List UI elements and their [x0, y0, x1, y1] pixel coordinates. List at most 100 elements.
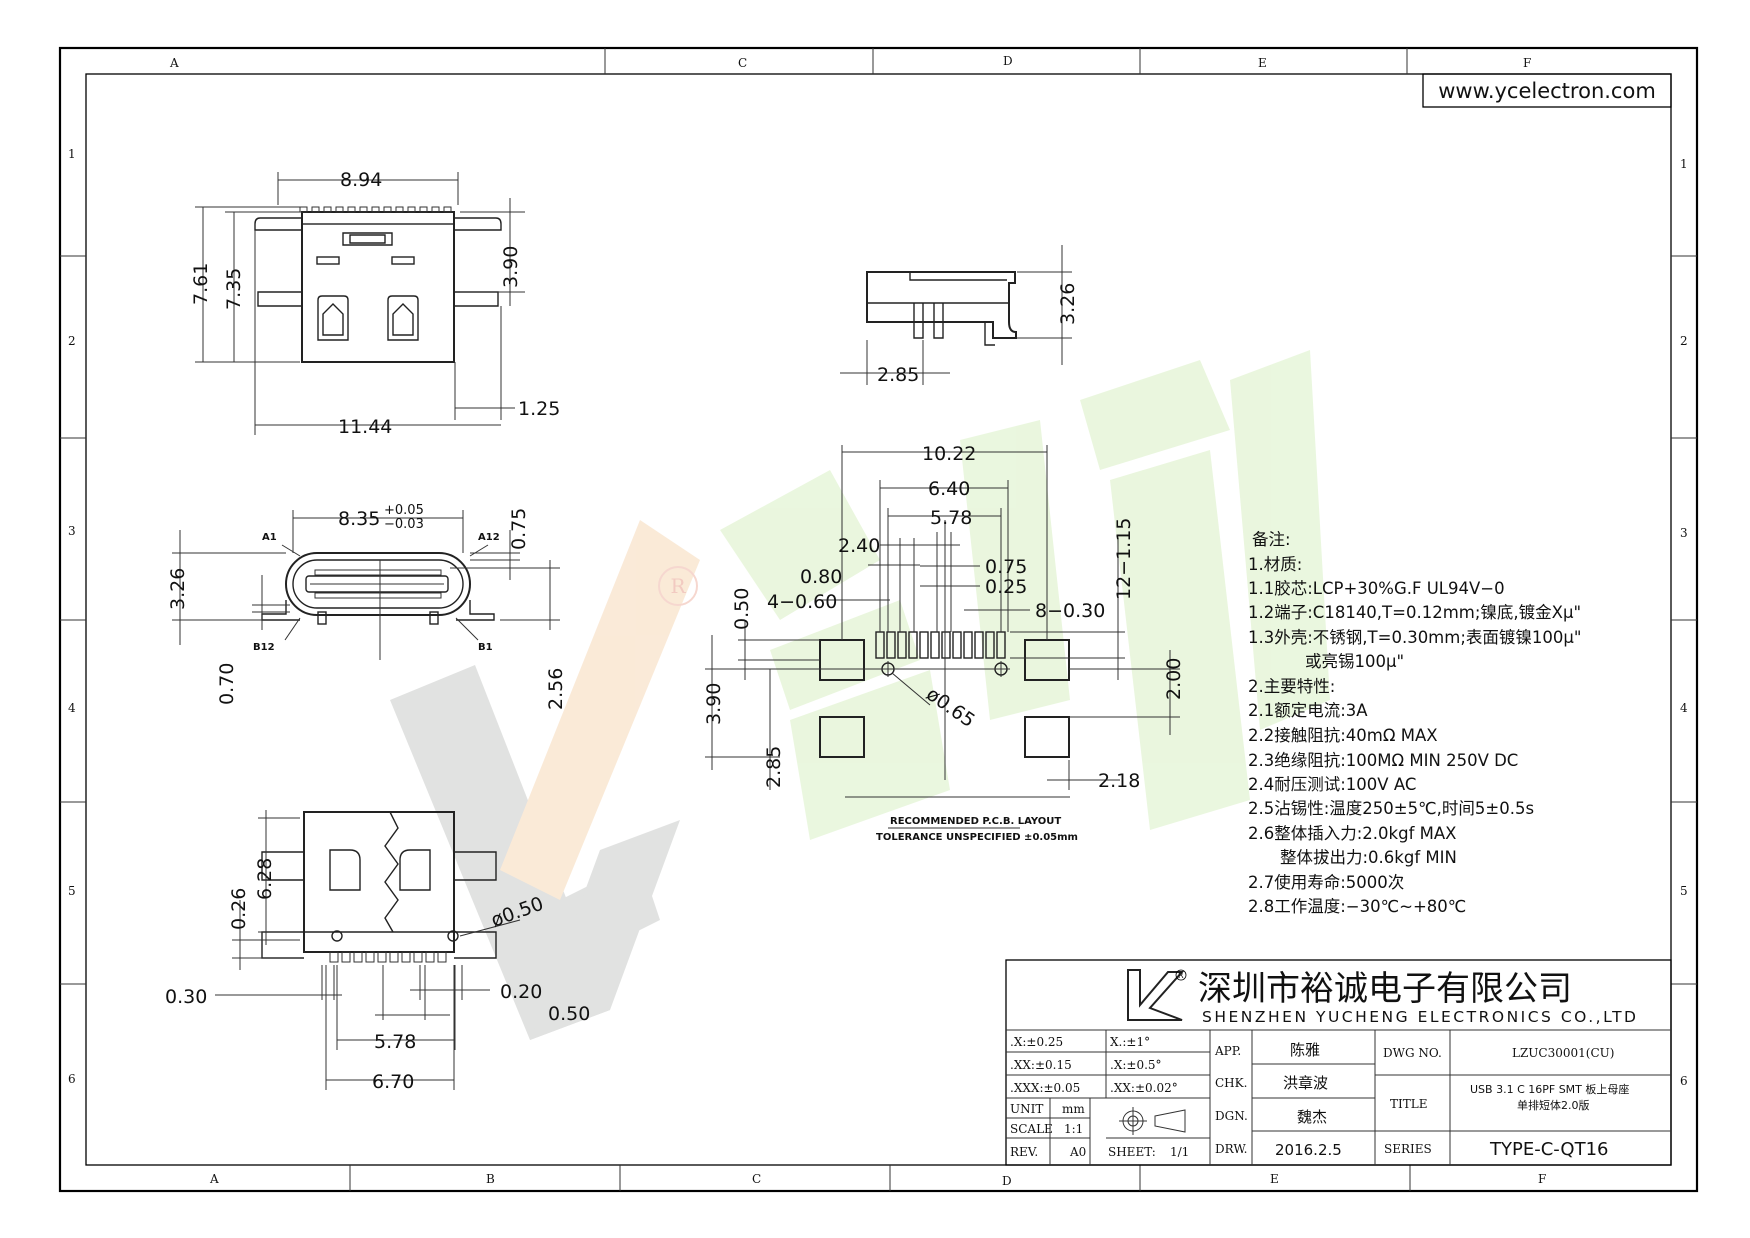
pin-label-b12: B12: [253, 642, 275, 653]
company-name-cn: 深圳市裕诚电子有限公司: [1198, 969, 1572, 1009]
note-8: 2.2接触阻抗:40mΩ MAX: [1248, 726, 1438, 745]
dim-2-85-side: 2.85: [877, 364, 919, 386]
side-view-drawing: [866, 271, 1017, 346]
front-view-dimension-lines: [172, 510, 560, 660]
sheet-label: SHEET:: [1108, 1145, 1156, 1159]
grid-row-right-3: 3: [1680, 526, 1688, 540]
app-value: 陈雅: [1290, 1041, 1320, 1059]
note-5: 或亮锡100μ": [1305, 652, 1404, 671]
grid-row-left-3: 3: [68, 524, 76, 538]
dwg-value: LZUC30001(CU): [1512, 1046, 1614, 1060]
logo-registered-mark: R: [1178, 971, 1184, 980]
pcb-caption-layout: RECOMMENDED P.C.B. LAYOUT: [890, 816, 1061, 827]
grid-col-top-d: D: [1003, 54, 1013, 68]
top-view-drawing: [254, 206, 502, 363]
dim-8-35-tol-plus: +0.05: [384, 503, 424, 518]
dgn-value: 魏杰: [1297, 1108, 1327, 1126]
note-12: 2.6整体插入力:2.0kgf MAX: [1248, 824, 1456, 843]
front-view-drawing: [261, 552, 495, 625]
dim-0-70-front: 0.70: [216, 663, 238, 705]
dim-10-22: 10.22: [922, 443, 976, 465]
dim-0-25-pcb: 0.25: [985, 576, 1027, 598]
dim-2-40: 2.40: [838, 535, 880, 557]
bottom-view-dimension-lines: [215, 810, 521, 1090]
series-label: SERIES: [1384, 1142, 1432, 1156]
note-9: 2.3绝缘阻抗:100MΩ MIN 250V DC: [1248, 751, 1518, 770]
note-7: 2.1额定电流:3A: [1248, 701, 1368, 720]
grid-col-bottom-e: E: [1270, 1172, 1279, 1186]
dgn-label: DGN.: [1215, 1109, 1248, 1123]
grid-col-top-a: A: [169, 56, 179, 70]
dim-0-80: 0.80: [800, 566, 842, 588]
series-value: TYPE-C-QT16: [1489, 1139, 1609, 1160]
rev-label: REV.: [1010, 1145, 1038, 1159]
title-block: R: [1005, 959, 1672, 1166]
dim-8x0-30: 8−0.30: [1035, 600, 1105, 622]
tol-xxx: .XXX:±0.05: [1010, 1081, 1080, 1095]
note-1: 1.材质:: [1248, 555, 1302, 574]
grid-col-bottom-b: B: [486, 1172, 495, 1186]
chk-value: 洪章波: [1283, 1074, 1328, 1092]
grid-row-left-5: 5: [68, 884, 76, 898]
unit-label: UNIT: [1010, 1102, 1043, 1116]
grid-col-bottom-f: F: [1538, 1172, 1546, 1186]
grid-row-left-4: 4: [68, 701, 76, 715]
pin-label-b1: B1: [478, 642, 493, 653]
dim-11-44: 11.44: [338, 416, 392, 438]
dim-3-26-side: 3.26: [1057, 283, 1079, 325]
note-6: 2.主要特性:: [1248, 677, 1335, 696]
grid-row-left-2: 2: [68, 334, 76, 348]
dim-8-35-tol-minus: −0.03: [384, 517, 424, 532]
pin-label-a12: A12: [478, 532, 500, 543]
scale-label: SCALE: [1010, 1122, 1053, 1136]
dim-12x1-15: 12−1.15: [1113, 518, 1135, 600]
grid-row-left-1: 1: [68, 147, 76, 161]
rev-value: A0: [1069, 1145, 1086, 1159]
website-box: [1422, 73, 1672, 108]
dim-1-25: 1.25: [518, 398, 560, 420]
top-view-dimension-lines: [195, 172, 525, 435]
scale-value: 1:1: [1064, 1122, 1083, 1136]
title-line-1: USB 3.1 C 16PF SMT 板上母座: [1470, 1082, 1629, 1096]
dim-0-20-bottom: 0.20: [500, 981, 542, 1003]
tol-x: .X:±0.25: [1010, 1035, 1063, 1049]
title-label: TITLE: [1390, 1097, 1427, 1111]
dim-2-56-front: 2.56: [545, 668, 567, 710]
pcb-caption-tolerance: TOLERANCE UNSPECIFIED ±0.05mm: [876, 832, 1078, 843]
dim-2-18: 2.18: [1098, 770, 1140, 792]
dim-0-50-bottom: 0.50: [548, 1003, 590, 1025]
unit-value: mm: [1062, 1102, 1085, 1116]
dim-7-35: 7.35: [223, 268, 245, 310]
dim-2-00: 2.00: [1163, 658, 1185, 700]
note-4: 1.3外壳:不锈钢,T=0.30mm;表面镀镍100μ": [1248, 628, 1581, 647]
dim-6-40: 6.40: [928, 478, 970, 500]
grid-col-top-f: F: [1523, 56, 1531, 70]
dim-4x0-60: 4−0.60: [767, 591, 837, 613]
chk-label: CHK.: [1215, 1076, 1247, 1090]
watermark-logo: R: [390, 350, 1330, 1040]
dim-6-70: 6.70: [372, 1071, 414, 1093]
ang-xxx: .XX:±0.02°: [1110, 1081, 1178, 1095]
grid-row-right-5: 5: [1680, 884, 1688, 898]
grid-col-top-e: E: [1258, 56, 1267, 70]
dim-0-50-pcb: 0.50: [731, 588, 753, 630]
pcb-dimension-lines: [705, 445, 1180, 798]
dim-8-35: 8.35: [338, 508, 380, 530]
note-3: 1.2端子:C18140,T=0.12mm;镍底,镀金Xμ": [1248, 603, 1581, 622]
note-13: 整体拔出力:0.6kgf MIN: [1280, 848, 1457, 867]
ang-x: X.:±1°: [1110, 1035, 1150, 1049]
grid-col-top-c: C: [738, 56, 747, 70]
dim-8-94: 8.94: [340, 169, 382, 191]
dwg-label: DWG NO.: [1383, 1046, 1442, 1060]
dim-5-78-pcb: 5.78: [930, 507, 972, 529]
grid-row-right-6: 6: [1680, 1074, 1688, 1088]
dim-2-85-pcb: 2.85: [763, 746, 785, 788]
note-0: 备注:: [1252, 530, 1291, 549]
website-url[interactable]: www.ycelectron.com: [1438, 79, 1656, 103]
sheet-value: 1/1: [1170, 1145, 1189, 1159]
dim-0-75-pcb: 0.75: [985, 556, 1027, 578]
dim-0-30-bottom: 0.30: [165, 986, 207, 1008]
grid-col-bottom-d: D: [1002, 1174, 1012, 1188]
grid-row-right-2: 2: [1680, 334, 1688, 348]
title-line-2: 单排短体2.0版: [1517, 1098, 1590, 1112]
